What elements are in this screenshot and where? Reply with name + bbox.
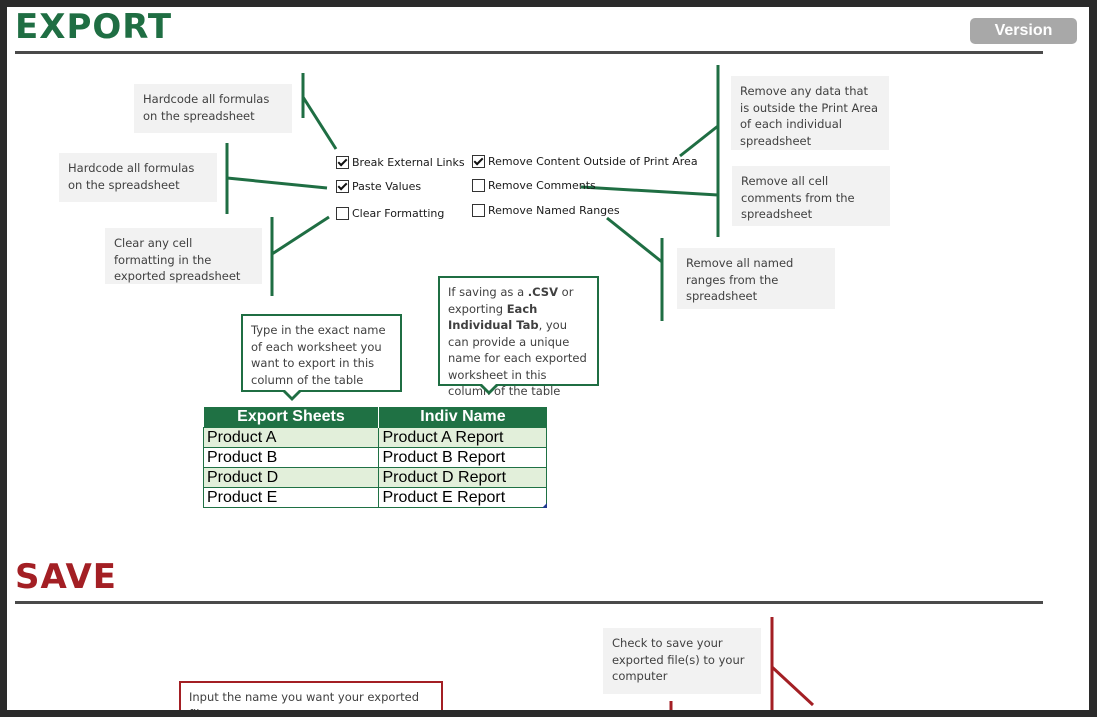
callout-indiv-name: If saving as a .CSV or exporting Each In… xyxy=(438,276,599,398)
note-print-area: Remove any data that is outside the Prin… xyxy=(731,76,889,150)
callout-text: If saving as a xyxy=(448,285,528,299)
table-resize-handle[interactable] xyxy=(542,503,547,508)
table-cell[interactable]: Product A Report xyxy=(378,427,547,448)
connector-lines xyxy=(225,65,815,710)
callout-tail-inner xyxy=(482,384,496,391)
checkbox-label: Remove Content Outside of Print Area xyxy=(488,155,698,168)
connector-line xyxy=(226,176,328,190)
callout-text: , you can provide a unique name for each… xyxy=(448,318,587,398)
checkbox-checked-icon xyxy=(472,155,485,168)
table-cell[interactable]: Product E xyxy=(202,487,380,508)
callout-text-bold: .CSV xyxy=(527,285,558,299)
connector-line xyxy=(271,215,330,256)
callout-filename: Input the name you want your exported fi… xyxy=(179,681,443,710)
connector-line xyxy=(580,185,719,197)
checkbox-label: Remove Comments xyxy=(488,179,596,192)
checkbox-checked-icon xyxy=(336,156,349,169)
remove-named-ranges-checkbox[interactable]: Remove Named Ranges xyxy=(472,204,620,217)
table-row: Product A Product A Report xyxy=(202,427,547,448)
column-header-indiv-name: Indiv Name xyxy=(378,407,547,428)
note-break-links: Hardcode all formulas on the spreadsheet xyxy=(134,84,292,133)
callout-tail-inner xyxy=(285,390,299,397)
table-cell[interactable]: Product D xyxy=(202,467,380,488)
callout-export-sheets: Type in the exact name of each worksheet… xyxy=(241,314,402,392)
checkbox-unchecked-icon xyxy=(472,204,485,217)
callout-text-bold: Each Individual Tab xyxy=(448,301,539,333)
table-row: Product E Product E Report xyxy=(202,487,547,508)
table-cell[interactable]: Product D Report xyxy=(378,467,547,488)
connector-line xyxy=(679,124,719,158)
table-row: Product B Product B Report xyxy=(202,447,547,468)
version-button[interactable]: Version xyxy=(970,18,1077,44)
note-save-to-computer: Check to save your exported file(s) to y… xyxy=(603,628,761,694)
table-cell[interactable]: Product B xyxy=(202,447,380,468)
remove-comments-checkbox[interactable]: Remove Comments xyxy=(472,179,596,192)
checkbox-unchecked-icon xyxy=(472,179,485,192)
connector-line xyxy=(301,96,338,150)
column-header-export-sheets: Export Sheets xyxy=(203,407,379,428)
save-divider xyxy=(15,601,1043,604)
table-header-row: Export Sheets Indiv Name xyxy=(203,407,547,428)
note-clear-formatting: Clear any cell formatting in the exporte… xyxy=(105,228,262,284)
export-sheets-table: Export Sheets Indiv Name Product A Produ… xyxy=(202,407,547,508)
note-paste-values: Hardcode all formulas on the spreadsheet xyxy=(59,153,217,202)
checkbox-label: Paste Values xyxy=(352,180,422,193)
clear-formatting-checkbox[interactable]: Clear Formatting xyxy=(336,207,444,220)
checkbox-label: Clear Formatting xyxy=(352,207,445,220)
table-row: Product D Product D Report xyxy=(202,467,547,488)
table-cell[interactable]: Product B Report xyxy=(378,447,547,468)
export-divider xyxy=(15,51,1043,54)
note-named-ranges: Remove all named ranges from the spreads… xyxy=(677,248,835,309)
checkbox-unchecked-icon xyxy=(336,207,349,220)
paste-values-checkbox[interactable]: Paste Values xyxy=(336,180,421,193)
checkbox-label: Break External Links xyxy=(352,156,465,169)
connector-line xyxy=(770,665,815,707)
table-cell[interactable]: Product E Report xyxy=(378,487,547,508)
break-external-links-checkbox[interactable]: Break External Links xyxy=(336,156,465,169)
checkbox-checked-icon xyxy=(336,180,349,193)
connector-line xyxy=(606,216,663,264)
remove-content-outside-print-area-checkbox[interactable]: Remove Content Outside of Print Area xyxy=(472,155,698,168)
callout-text: or exporting xyxy=(448,285,574,316)
table-cell[interactable]: Product A xyxy=(202,427,380,448)
checkbox-label: Remove Named Ranges xyxy=(488,204,620,217)
note-comments: Remove all cell comments from the spread… xyxy=(732,166,890,226)
export-heading: EXPORT xyxy=(15,7,173,47)
save-heading: SAVE xyxy=(15,557,118,597)
spreadsheet-canvas: EXPORT Version Hardcode all formulas on … xyxy=(7,7,1089,710)
